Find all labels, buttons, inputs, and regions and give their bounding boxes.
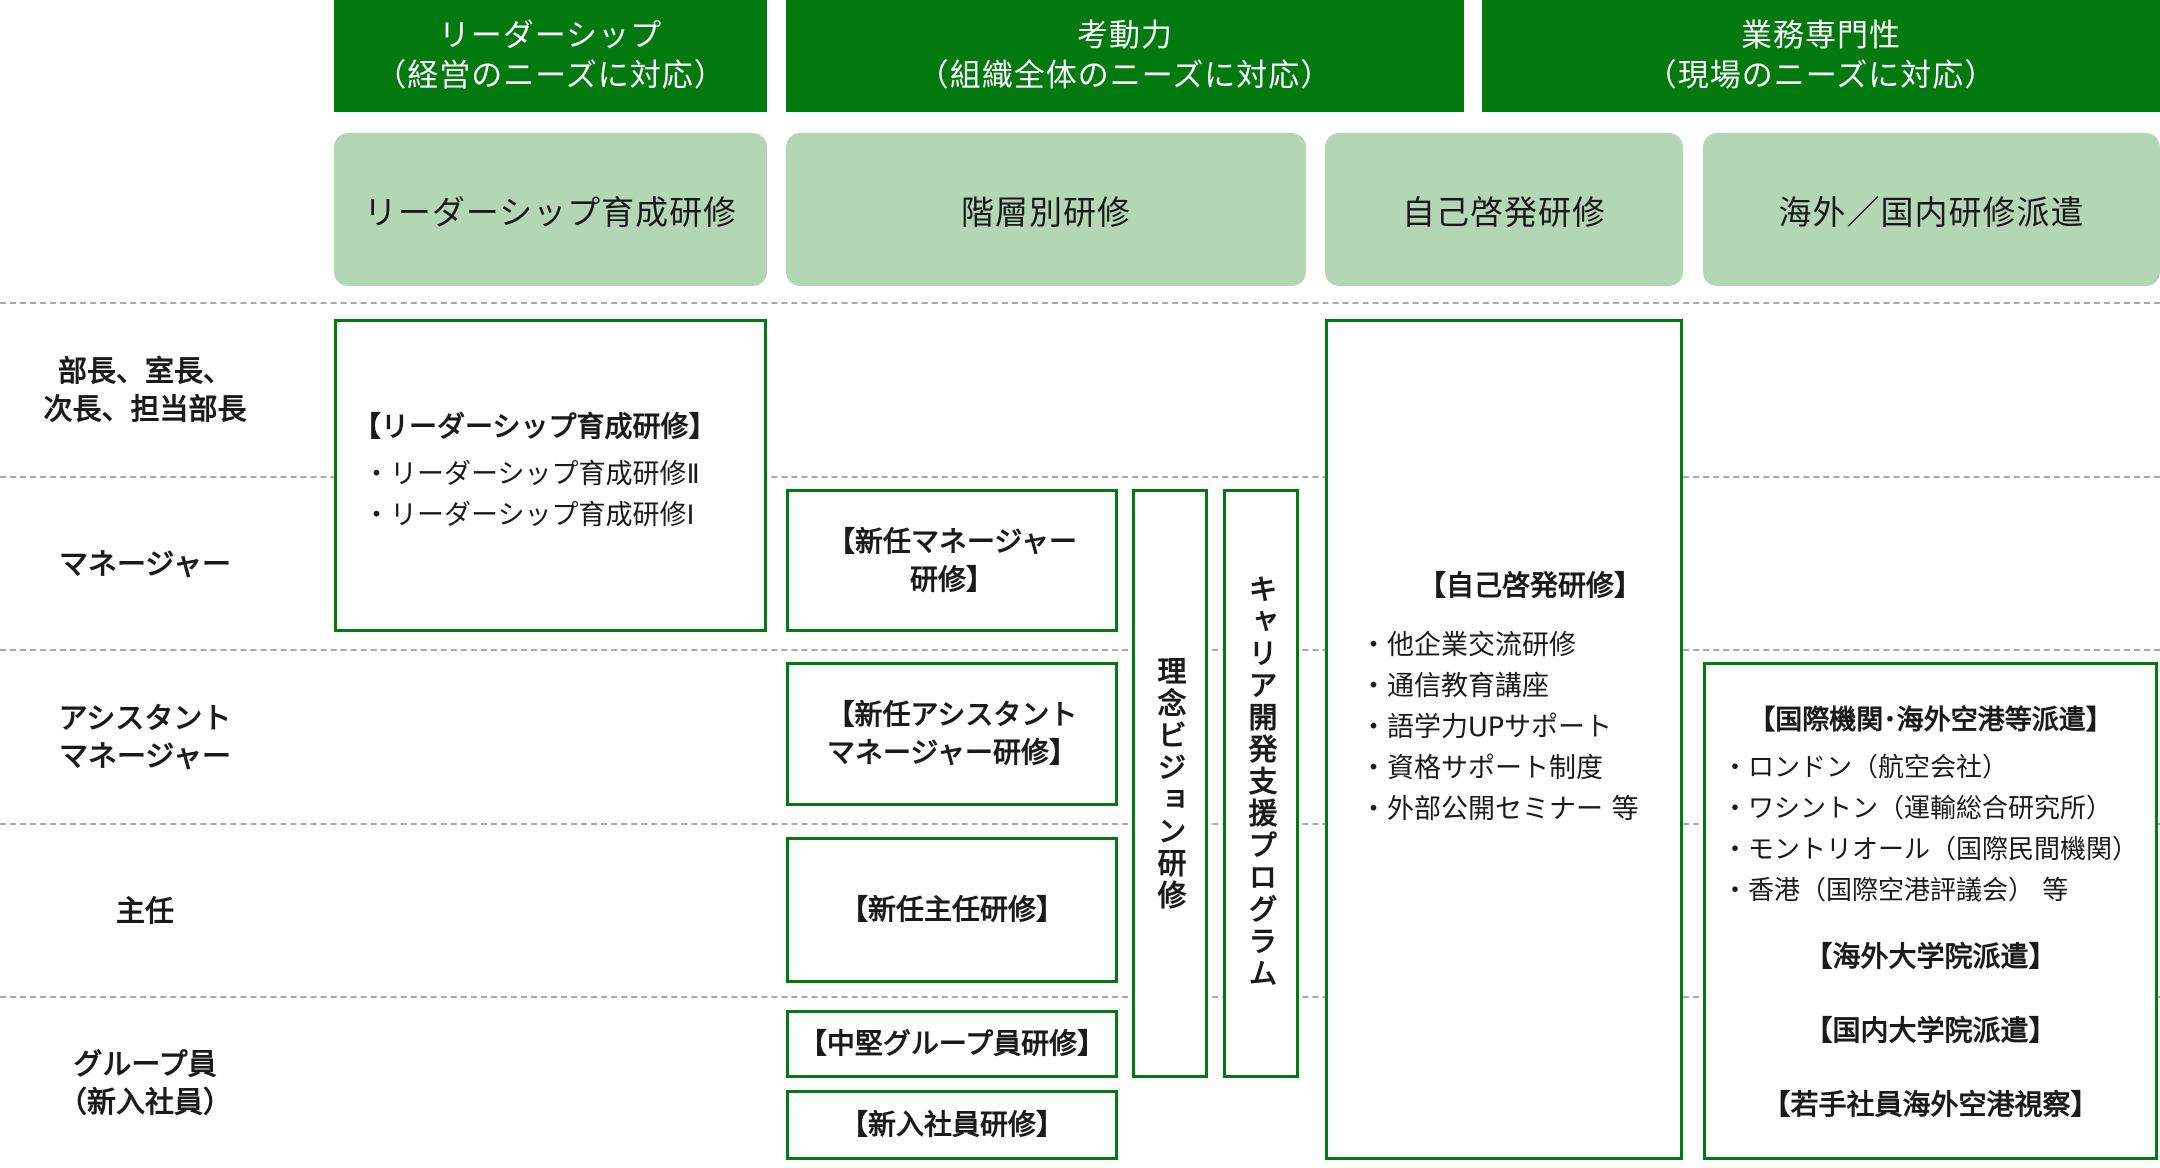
box-title-line: 【新任マネージャー — [826, 524, 1078, 558]
level-label-line: グループ員 — [73, 1047, 217, 1081]
list-item: ・リーダーシップ育成研修Ⅰ — [363, 500, 695, 531]
box-title-line: マネージャー研修】 — [826, 736, 1078, 769]
vertical-box-label: キャリア開発支援プログラム — [1244, 574, 1278, 990]
level-label-line: マネージャー — [59, 739, 231, 773]
dispatch-title-domestic-graduate: 【国内大学院派遣】 — [1804, 1014, 2057, 1047]
level-label-chief: 主任 — [0, 825, 290, 996]
level-label-line: アシスタント — [58, 701, 232, 735]
category-subtitle: （経営のニーズに対応） — [375, 58, 726, 94]
level-label-assistant-manager: アシスタント マネージャー — [0, 651, 290, 823]
self-development-list: ・他企業交流研修 ・通信教育講座 ・語学力UPサポート ・資格サポート制度 ・外… — [1360, 625, 1680, 830]
dispatch-title-young-employee-inspection: 【若手社員海外空港視察】 — [1762, 1088, 2099, 1121]
level-label-manager: マネージャー — [0, 478, 290, 649]
program-type-label: リーダーシップ育成研修 — [363, 192, 738, 232]
box-title-line: 【新任主任研修】 — [839, 893, 1064, 926]
program-type-hierarchy: 階層別研修 — [786, 133, 1306, 286]
list-item: ・資格サポート制度 — [1360, 753, 1603, 784]
list-item: ・通信教育講座 — [1360, 671, 1549, 702]
self-development-box: 【自己啓発研修】 ・他企業交流研修 ・通信教育講座 ・語学力UPサポート ・資格… — [1325, 319, 1683, 1160]
mid-group-member-training-box: 【中堅グループ員研修】 — [786, 1010, 1118, 1078]
level-label-group-member: グループ員 （新入社員） — [0, 998, 290, 1168]
category-subtitle: （現場のニーズに対応） — [1645, 58, 1997, 94]
box-title-line: 【新任アシスタント — [826, 698, 1078, 731]
row-separator — [0, 302, 2160, 304]
category-header-leadership: リーダーシップ （経営のニーズに対応） — [334, 0, 767, 112]
program-type-leadership: リーダーシップ育成研修 — [334, 133, 767, 286]
program-type-label: 海外／国内研修派遣 — [1778, 192, 2085, 232]
list-item: ・語学力UPサポート — [1360, 712, 1613, 743]
leadership-program-box: 【リーダーシップ育成研修】 ・リーダーシップ育成研修Ⅱ ・リーダーシップ育成研修… — [334, 319, 767, 632]
box-title-line: 研修】 — [909, 562, 994, 596]
level-label-line: 部長、室長、 — [57, 354, 232, 388]
vertical-box-label: 理念ビジョン研修 — [1153, 655, 1187, 912]
new-employee-training-box: 【新入社員研修】 — [786, 1090, 1118, 1160]
philosophy-vision-training-box: 理念ビジョン研修 — [1132, 489, 1208, 1078]
level-label-line: （新入社員） — [57, 1085, 232, 1119]
program-type-label: 階層別研修 — [961, 192, 1131, 232]
dispatch-box: 【国際機関･海外空港等派遣】 ・ロンドン（航空会社） ・ワシントン（運輸総合研究… — [1703, 662, 2158, 1160]
program-type-dispatch: 海外／国内研修派遣 — [1703, 133, 2160, 286]
list-item: ・ロンドン（航空会社） — [1722, 753, 2009, 783]
box-title-line: 【中堅グループ員研修】 — [798, 1027, 1106, 1060]
career-development-program-box: キャリア開発支援プログラム — [1223, 489, 1299, 1078]
self-development-title: 【自己啓発研修】 — [1418, 569, 1643, 602]
level-label-general-manager: 部長、室長、 次長、担当部長 — [0, 304, 290, 476]
category-title: 考動力 — [1077, 18, 1173, 54]
dispatch-title-overseas-graduate: 【海外大学院派遣】 — [1804, 940, 2057, 973]
level-label-line: マネージャー — [59, 546, 231, 581]
program-type-label: 自己啓発研修 — [1402, 192, 1606, 232]
category-title: リーダーシップ — [438, 18, 663, 54]
new-assistant-manager-training-box: 【新任アシスタント マネージャー研修】 — [786, 662, 1118, 806]
row-separator — [0, 996, 2160, 998]
row-separator — [0, 476, 2160, 478]
list-item: ・リーダーシップ育成研修Ⅱ — [363, 459, 700, 490]
list-item: ・香港（国際空港評議会） 等 — [1722, 876, 2069, 906]
dispatch-list: ・ロンドン（航空会社） ・ワシントン（運輸総合研究所） ・モントリオール（国際民… — [1706, 748, 2155, 912]
leadership-program-title: 【リーダーシップ育成研修】 — [353, 410, 717, 443]
level-label-line: 次長、担当部長 — [43, 392, 247, 426]
list-item: ・モントリオール（国際民間機関） — [1722, 835, 2139, 865]
list-item: ・他企業交流研修 — [1360, 630, 1576, 661]
category-header-action-power: 考動力 （組織全体のニーズに対応） — [786, 0, 1464, 112]
dispatch-title-international: 【国際機関･海外空港等派遣】 — [1748, 705, 2113, 736]
category-title: 業務専門性 — [1741, 18, 1901, 54]
new-manager-training-box: 【新任マネージャー 研修】 — [786, 489, 1118, 632]
level-label-line: 主任 — [115, 893, 174, 928]
new-chief-training-box: 【新任主任研修】 — [786, 837, 1118, 983]
list-item: ・外部公開セミナー 等 — [1360, 794, 1639, 825]
category-header-expertise: 業務専門性 （現場のニーズに対応） — [1482, 0, 2160, 112]
program-type-self-development: 自己啓発研修 — [1325, 133, 1683, 286]
list-item: ・ワシントン（運輸総合研究所） — [1722, 794, 2113, 824]
row-separator — [0, 823, 2160, 825]
box-title-line: 【新入社員研修】 — [839, 1108, 1064, 1141]
row-separator — [0, 649, 2160, 651]
category-subtitle: （組織全体のニーズに対応） — [917, 58, 1333, 94]
leadership-program-list: ・リーダーシップ育成研修Ⅱ ・リーダーシップ育成研修Ⅰ — [363, 454, 764, 536]
